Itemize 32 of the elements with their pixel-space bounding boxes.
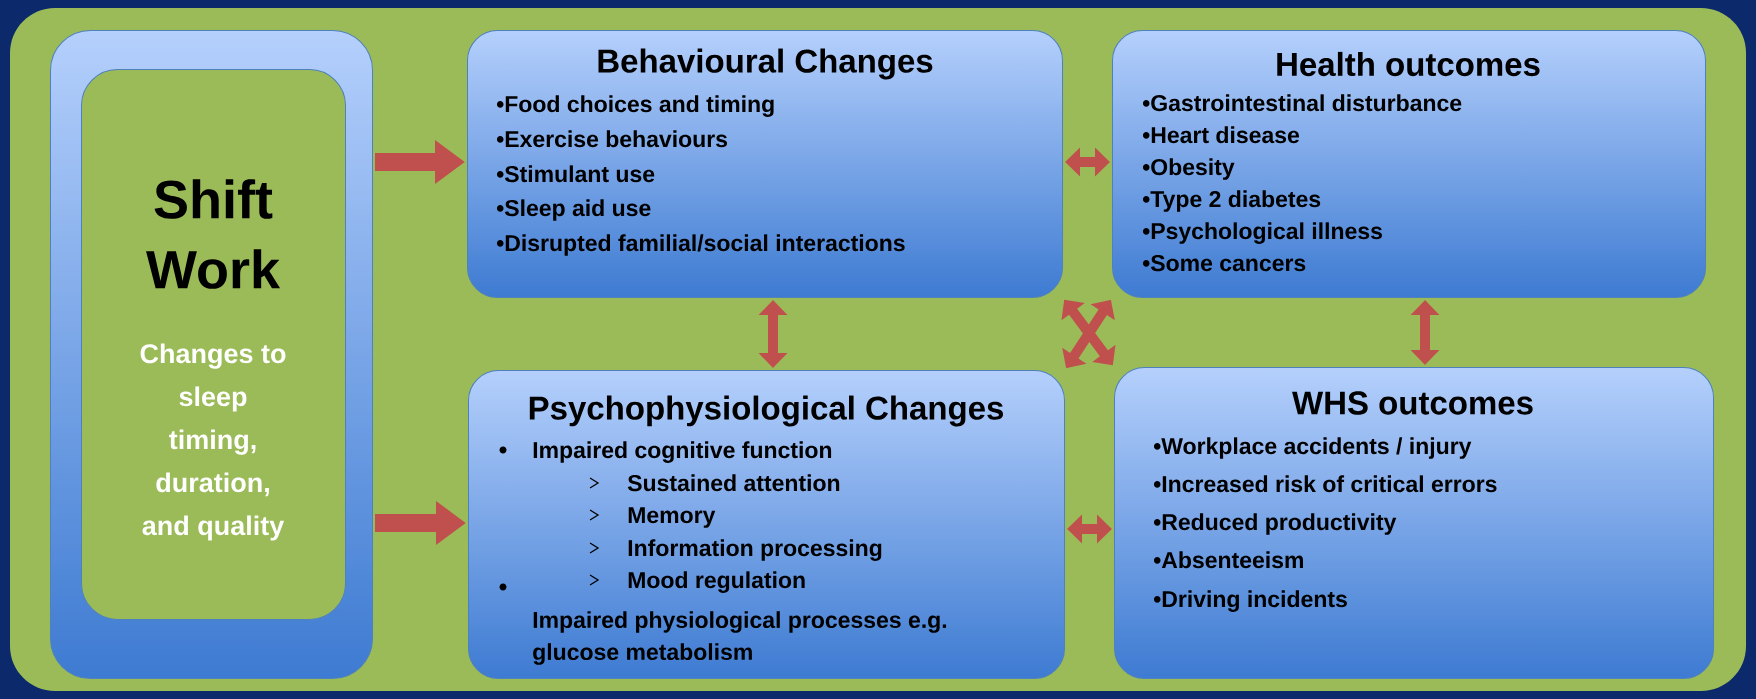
box-text: Changes to sleep timing, duration, and quality	[140, 343, 286, 541]
bullet-item: Memory	[628, 507, 716, 528]
arrow	[1067, 514, 1112, 544]
bullet-item: Sustained attention	[627, 474, 840, 492]
bullet-item: •Psychological illness	[1142, 222, 1382, 244]
box-heading: Psychophysiological Changes	[529, 395, 1004, 427]
box-heading: Shift Work	[146, 179, 281, 289]
bullet-item: •Gastrointestinal disturbance	[1142, 94, 1462, 112]
arrow	[758, 300, 788, 368]
bullet-item: •Disrupted familial/social interactions	[496, 234, 905, 256]
bullet-item: •Obesity	[1142, 158, 1235, 180]
bullet-item: •Food choices and timing	[496, 95, 774, 117]
bullet-item: •Heart disease	[1142, 126, 1300, 144]
bullet-item: •Type 2 diabetes	[1142, 190, 1321, 212]
bullet-item: Impaired cognitive function	[533, 441, 832, 463]
arrow	[1410, 300, 1440, 365]
bullet-item: Information processing	[628, 539, 882, 561]
bullet-item: •Some cancers	[1142, 254, 1306, 272]
arrow	[1065, 147, 1110, 177]
box-heading: WHS outcomes	[1292, 391, 1533, 415]
bullet-item: Impaired physiological processes e.g. glucose metabolism	[533, 611, 947, 665]
bullet-item: •Reduced productivity	[1153, 513, 1397, 535]
bullet-item: •Increased risk of critical errors	[1153, 475, 1497, 493]
box-heading: Behavioural Changes	[598, 48, 933, 80]
bullet-item: •Sleep aid use	[496, 199, 651, 221]
bullet-item: •Stimulant use	[496, 165, 655, 183]
box-heading: Health outcomes	[1277, 51, 1540, 77]
bullet-item: •Driving incidents	[1153, 590, 1347, 612]
bullet-item: •Workplace accidents / injury	[1153, 437, 1472, 459]
bullet-item: Mood regulation	[628, 571, 805, 593]
bullet-item: •Exercise behaviours	[496, 130, 727, 148]
bullet-item: •Absenteeism	[1153, 551, 1303, 569]
